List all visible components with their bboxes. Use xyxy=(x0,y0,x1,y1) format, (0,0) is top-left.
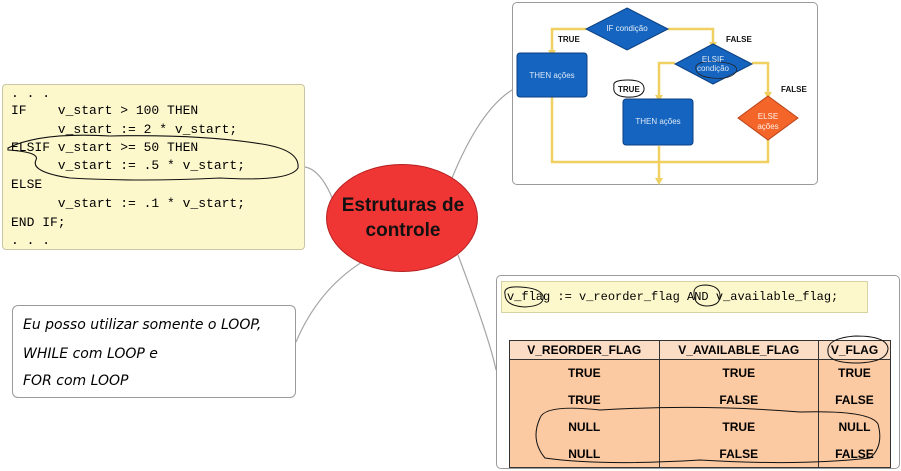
table-cell: TRUE xyxy=(658,359,819,387)
else-action-shape xyxy=(737,95,799,141)
false-label: FALSE xyxy=(781,85,807,94)
central-topic-line1: Estruturas de xyxy=(341,195,465,216)
table-row: NULL TRUE NULL xyxy=(509,413,892,441)
flow-arrow xyxy=(550,27,586,52)
table-cell: TRUE xyxy=(509,359,660,387)
else-label: ELSE xyxy=(757,112,779,121)
code-line: END IF; xyxy=(11,215,66,230)
assignment-statement: v_flag := v_reorder_flag AND v_available… xyxy=(501,281,868,313)
then-actions-label: THEN ações xyxy=(529,71,575,80)
code-line: v_start := 2 * v_start; xyxy=(11,122,238,137)
elsif-decision-shape xyxy=(673,43,754,85)
code-snippet-box: . . . IF v_start > 100 THEN v_start := 2… xyxy=(2,84,305,250)
then-action-shape xyxy=(516,52,588,98)
column-header: V_FLAG xyxy=(817,340,892,360)
table-row: TRUE FALSE FALSE xyxy=(509,386,892,414)
flow-arrow xyxy=(668,27,715,44)
table-cell: NULL xyxy=(509,413,660,441)
table-cell: NULL xyxy=(817,413,892,441)
table-cell: FALSE xyxy=(658,440,819,469)
connector-to-flowchart xyxy=(451,89,513,179)
central-topic-line2: controle xyxy=(365,220,441,241)
elsif-condition-label: condição xyxy=(696,64,730,73)
flow-arrow xyxy=(550,97,658,164)
table-cell: TRUE xyxy=(817,359,892,387)
table-cell: TRUE xyxy=(509,386,660,414)
then-action-shape xyxy=(622,98,694,146)
if-condition-label: IF condição xyxy=(606,24,648,33)
note-line: Eu posso utilizar somente o LOOP, xyxy=(23,317,262,333)
table-cell: FALSE xyxy=(658,386,819,414)
true-label: TRUE xyxy=(558,35,580,44)
connector-to-table xyxy=(457,254,497,371)
table-cell: FALSE xyxy=(817,386,892,414)
code-line: v_start := .5 * v_start; xyxy=(11,158,246,173)
elsif-label: ELSIF xyxy=(701,55,725,64)
else-actions-label: ações xyxy=(757,122,779,131)
if-decision-shape xyxy=(584,7,670,51)
then-actions-label: THEN ações xyxy=(635,117,681,126)
code-line: v_start := .1 * v_start; xyxy=(11,196,246,211)
code-line: IF v_start > 100 THEN xyxy=(11,103,199,118)
true-label: TRUE xyxy=(618,85,640,94)
connector-to-note xyxy=(295,261,363,343)
flow-arrow xyxy=(657,61,675,97)
false-label: FALSE xyxy=(726,35,752,44)
code-line: ELSE xyxy=(11,177,43,192)
code-line: . . . xyxy=(11,233,51,248)
flow-arrow xyxy=(752,61,770,94)
flow-arrow xyxy=(660,137,770,164)
column-header: V_AVAILABLE_FLAG xyxy=(658,340,819,360)
assignment-text: v_flag := v_reorder_flag AND v_available… xyxy=(507,290,839,304)
note-line: FOR com LOOP xyxy=(23,373,129,389)
note-box: Eu posso utilizar somente o LOOP, WHILE … xyxy=(12,305,296,398)
table-row: TRUE TRUE TRUE xyxy=(509,359,892,387)
central-topic[interactable]: Estruturas de controle xyxy=(326,164,478,272)
note-line: WHILE com LOOP e xyxy=(23,346,158,362)
code-line: . . . xyxy=(11,86,51,101)
table-cell: TRUE xyxy=(658,413,819,441)
